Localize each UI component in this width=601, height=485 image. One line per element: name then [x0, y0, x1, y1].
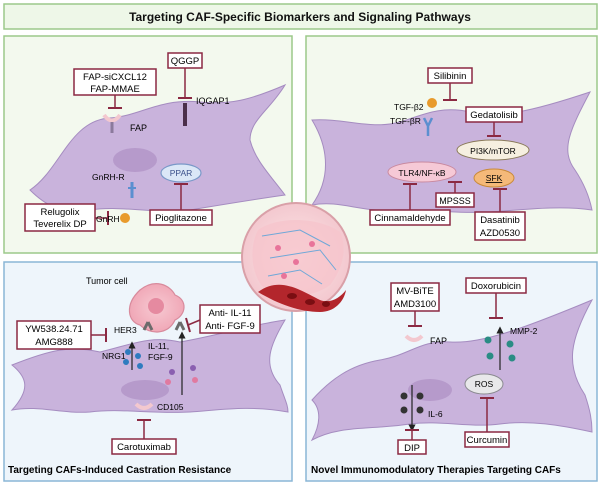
drug-azd0530: AZD0530: [480, 228, 520, 239]
tgfb2-ligand-icon: [427, 98, 437, 108]
pi3k-ellipse: [456, 139, 530, 161]
label-il6: IL-6: [428, 409, 443, 419]
label-ppar: PPAR: [170, 168, 193, 178]
drug-box-gnrh: [24, 203, 96, 232]
label-tgfb2: TGF-β2: [394, 102, 424, 112]
label-fgf9: FGF-9: [148, 352, 173, 362]
drug-silibinin: Silibinin: [434, 71, 467, 82]
label-gnrh: GnRH: [96, 214, 120, 224]
label-pi3k: PI3K/mTOR: [470, 146, 516, 156]
panel-tr-content: Silibinin Gedatolisib TGF-β2 TGF-βR PI3K…: [310, 67, 593, 241]
label-sfk: SFK: [486, 173, 503, 183]
label-fap-br: FAP: [430, 336, 447, 346]
header-title: Targeting CAF-Specific Biomarkers and Si…: [129, 10, 471, 24]
inhibit-bar-anti: [185, 317, 191, 333]
drug-dip: DIP: [404, 443, 420, 454]
drug-anti-fgf9: Anti- FGF-9: [205, 321, 255, 332]
drug-amg888: AMG888: [35, 337, 73, 348]
drug-box-fap: [73, 68, 157, 96]
header-box: [3, 3, 598, 30]
label-ros: ROS: [475, 379, 494, 389]
nucleus-tl: [113, 148, 157, 172]
drug-mvbite: MV-BiTE: [396, 286, 433, 297]
drug-fap-sicxcl12: FAP-siCXCL12: [83, 72, 147, 83]
label-il11: IL-11,: [148, 341, 169, 351]
drug-doxorubicin: Doxorubicin: [471, 281, 521, 292]
label-tgfbr: TGF-βR: [390, 116, 421, 126]
drug-amd3100: AMD3100: [394, 299, 436, 310]
drug-box-dip: [397, 439, 427, 455]
panel-tl-content: FAP-siCXCL12 FAP-MMAE QGGP Relugolix Tev…: [24, 52, 287, 232]
ros-mitochondrion-icon: [464, 373, 504, 395]
nucleus-bl: [121, 380, 169, 400]
drug-teverelix: Teverelix DP: [33, 219, 86, 230]
sfk-ellipse: [473, 168, 515, 188]
her3-receptor-icon: [142, 321, 154, 331]
drug-gedatolisib: Gedatolisib: [470, 110, 518, 121]
drug-curcumin: Curcumin: [467, 435, 508, 446]
label-cd105: CD105: [157, 402, 184, 412]
panel-bl-content: Tumor cell YW538.24.71 AMG888 HER3 NRG1 …: [8, 276, 289, 476]
panel-br-title: Novel Immunomodulatory Therapies Targeti…: [311, 465, 561, 476]
drug-qggp: QGGP: [171, 56, 200, 67]
label-tumor-cell: Tumor cell: [86, 276, 128, 286]
drug-pioglitazone: Pioglitazone: [155, 213, 207, 224]
label-tlr4: TLR4/NF-κB: [398, 168, 446, 178]
header: Targeting CAF-Specific Biomarkers and Si…: [3, 3, 598, 30]
label-her3: HER3: [114, 325, 137, 335]
panel-bl-title: Targeting CAFs-Induced Castration Resist…: [8, 465, 232, 476]
label-fap-tl: FAP: [130, 123, 147, 133]
drug-yw538: YW538.24.71: [25, 324, 83, 335]
center-tissue-illustration: [241, 202, 351, 312]
drug-fap-mmae: FAP-MMAE: [90, 84, 140, 95]
drug-dasatinib: Dasatinib: [480, 215, 520, 226]
drug-carotuximab: Carotuximab: [117, 442, 171, 453]
drug-box-her3: [16, 320, 92, 350]
drug-box-dasatinib: [474, 211, 526, 241]
label-nrg1: NRG1: [102, 351, 126, 361]
label-iqgap1: IQGAP1: [196, 96, 230, 106]
fap-receptor-icon-br: [404, 334, 424, 342]
cd105-receptor-icon: [134, 402, 154, 410]
drug-box-anti: [199, 304, 261, 334]
il11-receptor-icon: [174, 321, 186, 331]
label-gnrh-r: GnRH-R: [92, 172, 125, 182]
drug-mpsss: MPSSS: [439, 196, 471, 206]
fiber-network-icon: [261, 229, 337, 285]
gnrh-ligand-icon: [120, 213, 130, 223]
caf-cell-br: [310, 298, 594, 442]
ppar-ellipse: [160, 163, 202, 183]
drug-cinnamaldehyde: Cinnamaldehyde: [374, 213, 445, 224]
drug-relugolix: Relugolix: [40, 207, 79, 218]
tlr4-ellipse: [387, 161, 457, 183]
drug-anti-il11: Anti- IL-11: [208, 308, 251, 319]
fap-receptor-icon: [102, 113, 122, 123]
tumor-nucleus: [148, 298, 164, 314]
nucleus-br: [408, 379, 452, 401]
tgfbr-receptor-icon: [422, 117, 434, 136]
label-mmp2: MMP-2: [510, 326, 538, 336]
panel-br-content: MV-BiTE AMD3100 FAP Doxorubicin MMP-2 RO…: [310, 277, 594, 476]
